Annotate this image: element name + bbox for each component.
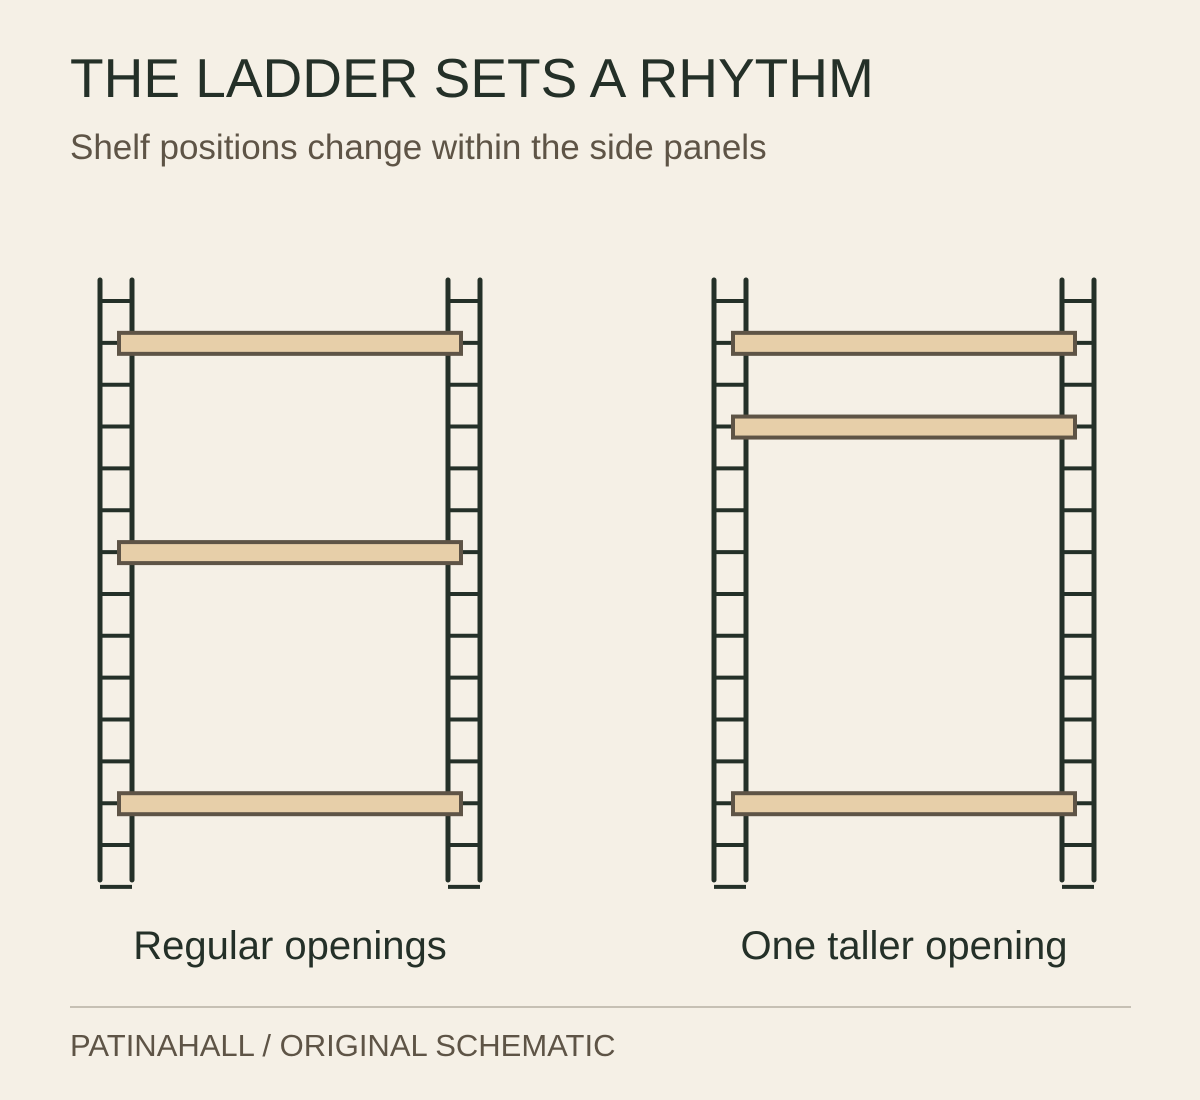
ladder-side-right [445,277,483,889]
shelving-unit-taller [711,277,1097,889]
caption-regular-openings: Regular openings [133,924,447,968]
caption-one-taller-opening: One taller opening [740,924,1068,968]
shelving-diagram [97,277,1097,889]
ladder-side-left [711,277,749,889]
footer-divider [70,1006,1131,1008]
shelf-board [117,540,463,566]
shelving-unit-regular [97,277,483,889]
ladder-side-left [97,277,135,889]
shelf-board [731,330,1077,356]
source-footer: PATINAHALL / ORIGINAL SCHEMATIC [70,1028,616,1063]
shelf-board [117,330,463,356]
shelf-board [117,791,463,817]
diagram-subtitle: Shelf positions change within the side p… [70,128,767,167]
shelf-board [731,414,1077,440]
diagram-title: THE LADDER SETS A RHYTHM [70,47,874,109]
shelf-board [731,791,1077,817]
